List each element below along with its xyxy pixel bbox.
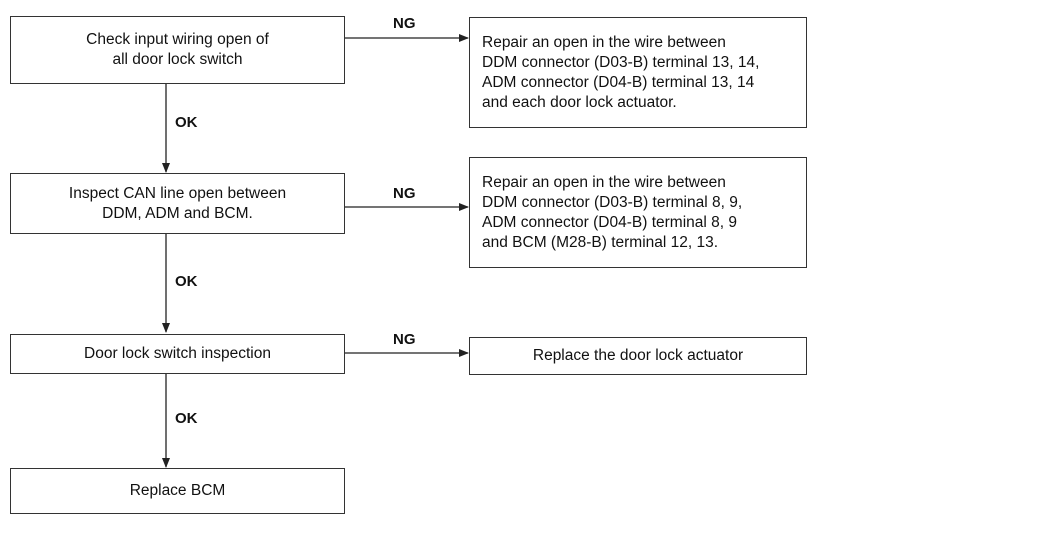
remedy-3-box: Replace the door lock actuator [469,337,807,375]
ng-label-1: NG [393,15,416,32]
remedy-3-text: Replace the door lock actuator [532,347,744,364]
remedy-1-box: Repair an open in the wire between DDM c… [469,17,807,128]
step-1-box: Check input wiring open of all door lock… [10,16,345,84]
ok-label-1: OK [175,114,198,131]
ng-label-2: NG [393,185,416,202]
ng-label-3: NG [393,331,416,348]
step-1-text: Check input wiring open of all door lock… [86,31,269,68]
remedy-2-text: Repair an open in the wire between DDM c… [482,173,743,251]
remedy-2-box: Repair an open in the wire between DDM c… [469,157,807,268]
step-2-box: Inspect CAN line open between DDM, ADM a… [10,173,345,234]
step-4-text: Replace BCM [129,482,226,499]
step-3-box: Door lock switch inspection [10,334,345,374]
remedy-1-text: Repair an open in the wire between DDM c… [482,33,760,111]
step-4-box: Replace BCM [10,468,345,514]
ok-label-2: OK [175,273,198,290]
ok-label-3: OK [175,410,198,427]
step-2-text: Inspect CAN line open between DDM, ADM a… [68,184,287,222]
step-3-text: Door lock switch inspection [84,345,271,362]
